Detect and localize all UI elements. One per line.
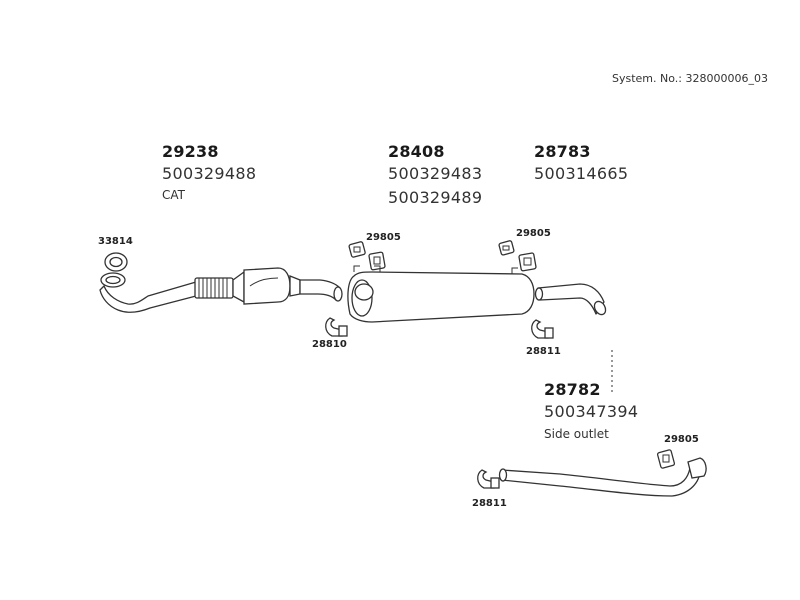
callout-hanger-rear: 29805 [516, 228, 551, 239]
callout-hanger-side: 29805 [664, 434, 699, 445]
clamp-28811-rear [531, 319, 554, 339]
callout-clamp-front: 28810 [312, 339, 347, 350]
clamp-28811-side [477, 469, 500, 489]
rear-pipe-28783 [534, 283, 607, 316]
side-outlet-part-no: 28782 [544, 380, 601, 399]
side-outlet-note: Side outlet [544, 427, 609, 441]
hanger-29805-middle [348, 241, 386, 271]
front-pipe-cat [99, 267, 343, 313]
side-outlet-pipe-28782 [498, 457, 707, 497]
middle-silencer-part-no: 28408 [388, 142, 445, 161]
front-pipe-part-no: 29238 [162, 142, 219, 161]
rear-pipe-part-no: 28783 [534, 142, 591, 161]
hanger-29805-rear [498, 240, 537, 272]
callout-gasket-front: 33814 [98, 236, 133, 247]
callout-hanger-middle: 29805 [366, 232, 401, 243]
middle-silencer-oem-2: 500329489 [388, 188, 483, 207]
front-pipe-oem-1: 500329488 [162, 164, 257, 183]
system-number: System. No.: 328000006_03 [612, 72, 768, 85]
rear-pipe-oem-1: 500314665 [534, 164, 629, 183]
clamp-28810 [325, 317, 348, 337]
hanger-29805-side [656, 449, 676, 469]
callout-clamp-side: 28811 [472, 498, 507, 509]
callout-clamp-rear: 28811 [526, 346, 561, 357]
silencer-28408 [347, 265, 535, 323]
middle-silencer-oem-1: 500329483 [388, 164, 483, 183]
gasket-33814 [100, 252, 128, 288]
side-outlet-oem-1: 500347394 [544, 402, 639, 421]
front-pipe-note: CAT [162, 188, 185, 202]
